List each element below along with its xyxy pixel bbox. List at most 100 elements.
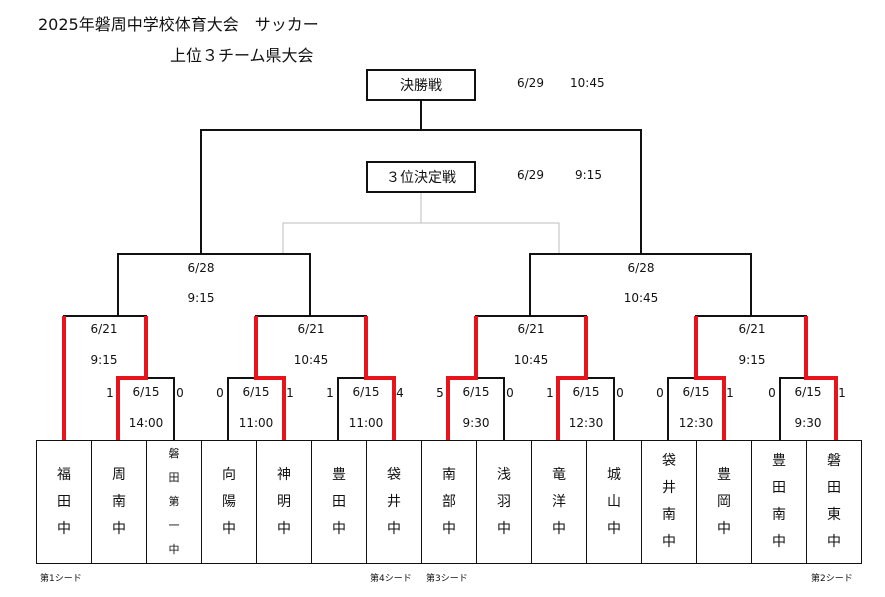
r1-3-score-right: 4 [396,386,404,400]
team-char: 周 [112,466,126,483]
team-char: 明 [277,493,291,510]
win-path-shinmei [254,316,286,440]
r1-6-date: 6/15 [682,385,710,399]
team-char: 中 [112,520,126,537]
team-char: 豊 [717,466,731,483]
r1-6-score-left: 0 [656,386,664,400]
page-title: 2025年磐周中学校体育大会 サッカー [38,15,319,34]
team-char: 福 [57,466,71,483]
semi-2-time: 10:45 [623,291,659,305]
win-path-iwatahigashi [804,316,838,440]
team-char: 岡 [717,493,731,510]
r1-1-time: 14:00 [128,416,164,430]
page-subtitle: 上位３チーム県大会 [170,46,314,65]
team-cell-asaba: 浅 羽 中 [476,440,532,564]
team-char: 袋 [387,466,401,483]
team-char: 中 [387,520,401,537]
qf-2-time: 10:45 [293,353,329,367]
team-char: 中 [277,520,291,537]
win-path-nanbu [446,316,478,440]
team-cell-toyoda-minami: 豊 田 南 中 [751,440,807,564]
team-cell-nanbu: 南 部 中 [421,440,477,564]
team-cell-iwata-daiichi: 磐 田 第 一 中 [146,440,202,564]
qf-4-time: 9:15 [738,353,766,367]
r1-1-date: 6/15 [132,385,160,399]
seed-label-3: 第3シード [426,574,468,584]
team-cell-iwata-higashi: 磐 田 東 中 [806,440,862,564]
team-char: 中 [607,520,621,537]
final-label: 決勝戦 [400,78,442,94]
final-bracket [200,129,642,254]
team-char: 向 [222,466,236,483]
team-char: 中 [827,534,841,550]
team-char: 一 [168,519,180,532]
team-char: 豊 [772,453,786,469]
team-char: 中 [57,520,71,537]
win-path-shunan [116,316,148,440]
semi-1-date: 6/28 [187,261,215,275]
r1-7-date: 6/15 [794,385,822,399]
semi-2-date: 6/28 [627,261,655,275]
r1-1-score-right: 0 [176,386,184,400]
team-cell-ryuyo: 竜 洋 中 [531,440,587,564]
qf-3-time: 10:45 [513,353,549,367]
final-box: 決勝戦 [366,69,476,101]
r1-7-score-right: 1 [838,386,846,400]
final-time: 10:45 [570,76,605,90]
team-char: 田 [827,480,841,496]
r1-5-score-left: 1 [546,386,554,400]
team-char: 城 [607,466,621,483]
team-char: 神 [277,466,291,483]
team-char: 南 [442,466,456,483]
semi-1-time: 9:15 [187,291,215,305]
qf-3-date: 6/21 [517,322,545,336]
team-char: 中 [552,520,566,537]
seed-label-2: 第2シード [811,574,853,584]
third-place-date: 6/29 [517,168,544,182]
r1-6-time: 12:30 [678,416,714,430]
team-char: 東 [827,507,841,523]
team-cell-shinmei: 神 明 中 [256,440,312,564]
win-path-ryuyo [556,316,588,440]
seed-label-1: 第1シード [40,574,82,584]
team-char: 中 [332,520,346,537]
qf-2-date: 6/21 [297,322,325,336]
team-cell-fukuroi-minami: 袋 井 南 中 [641,440,697,564]
team-cell-toyoda: 豊 田 中 [311,440,367,564]
team-char: 井 [662,480,676,496]
r1-2-score-right: 1 [286,386,294,400]
r1-4-score-right: 0 [506,386,514,400]
qf-4-date: 6/21 [738,322,766,336]
final-date: 6/29 [517,76,544,90]
team-cell-tooka: 豊 岡 中 [696,440,752,564]
team-char: 中 [717,520,731,537]
r1-4-time: 9:30 [462,416,490,430]
team-cell-koyo: 向 陽 中 [201,440,257,564]
r1-7-time: 9:30 [794,416,822,430]
r1-2-score-left: 0 [216,386,224,400]
team-char: 洋 [552,493,566,510]
r1-3-time: 11:00 [348,416,384,430]
third-place-label: ３位決定戦 [386,170,456,186]
third-place-time: 9:15 [575,168,602,182]
r1-5-time: 12:30 [568,416,604,430]
r1-3-score-left: 1 [326,386,334,400]
team-char: 田 [168,471,180,484]
winner-paths [62,316,838,440]
team-char: 井 [387,493,401,510]
seed-label-4: 第4シード [370,574,412,584]
team-cell-shiroyama: 城 山 中 [586,440,642,564]
win-path-tooka [694,316,726,440]
team-char: 中 [772,534,786,550]
team-char: 中 [497,520,511,537]
third-place-box: ３位決定戦 [366,161,476,193]
r1-4-date: 6/15 [462,385,490,399]
team-char: 中 [168,543,180,556]
semi-2-bracket [529,253,752,316]
r1-5-date: 6/15 [572,385,600,399]
r1-5-score-right: 0 [616,386,624,400]
team-char: 南 [662,507,676,523]
team-char: 田 [772,480,786,496]
qf-1-time: 9:15 [90,353,118,367]
